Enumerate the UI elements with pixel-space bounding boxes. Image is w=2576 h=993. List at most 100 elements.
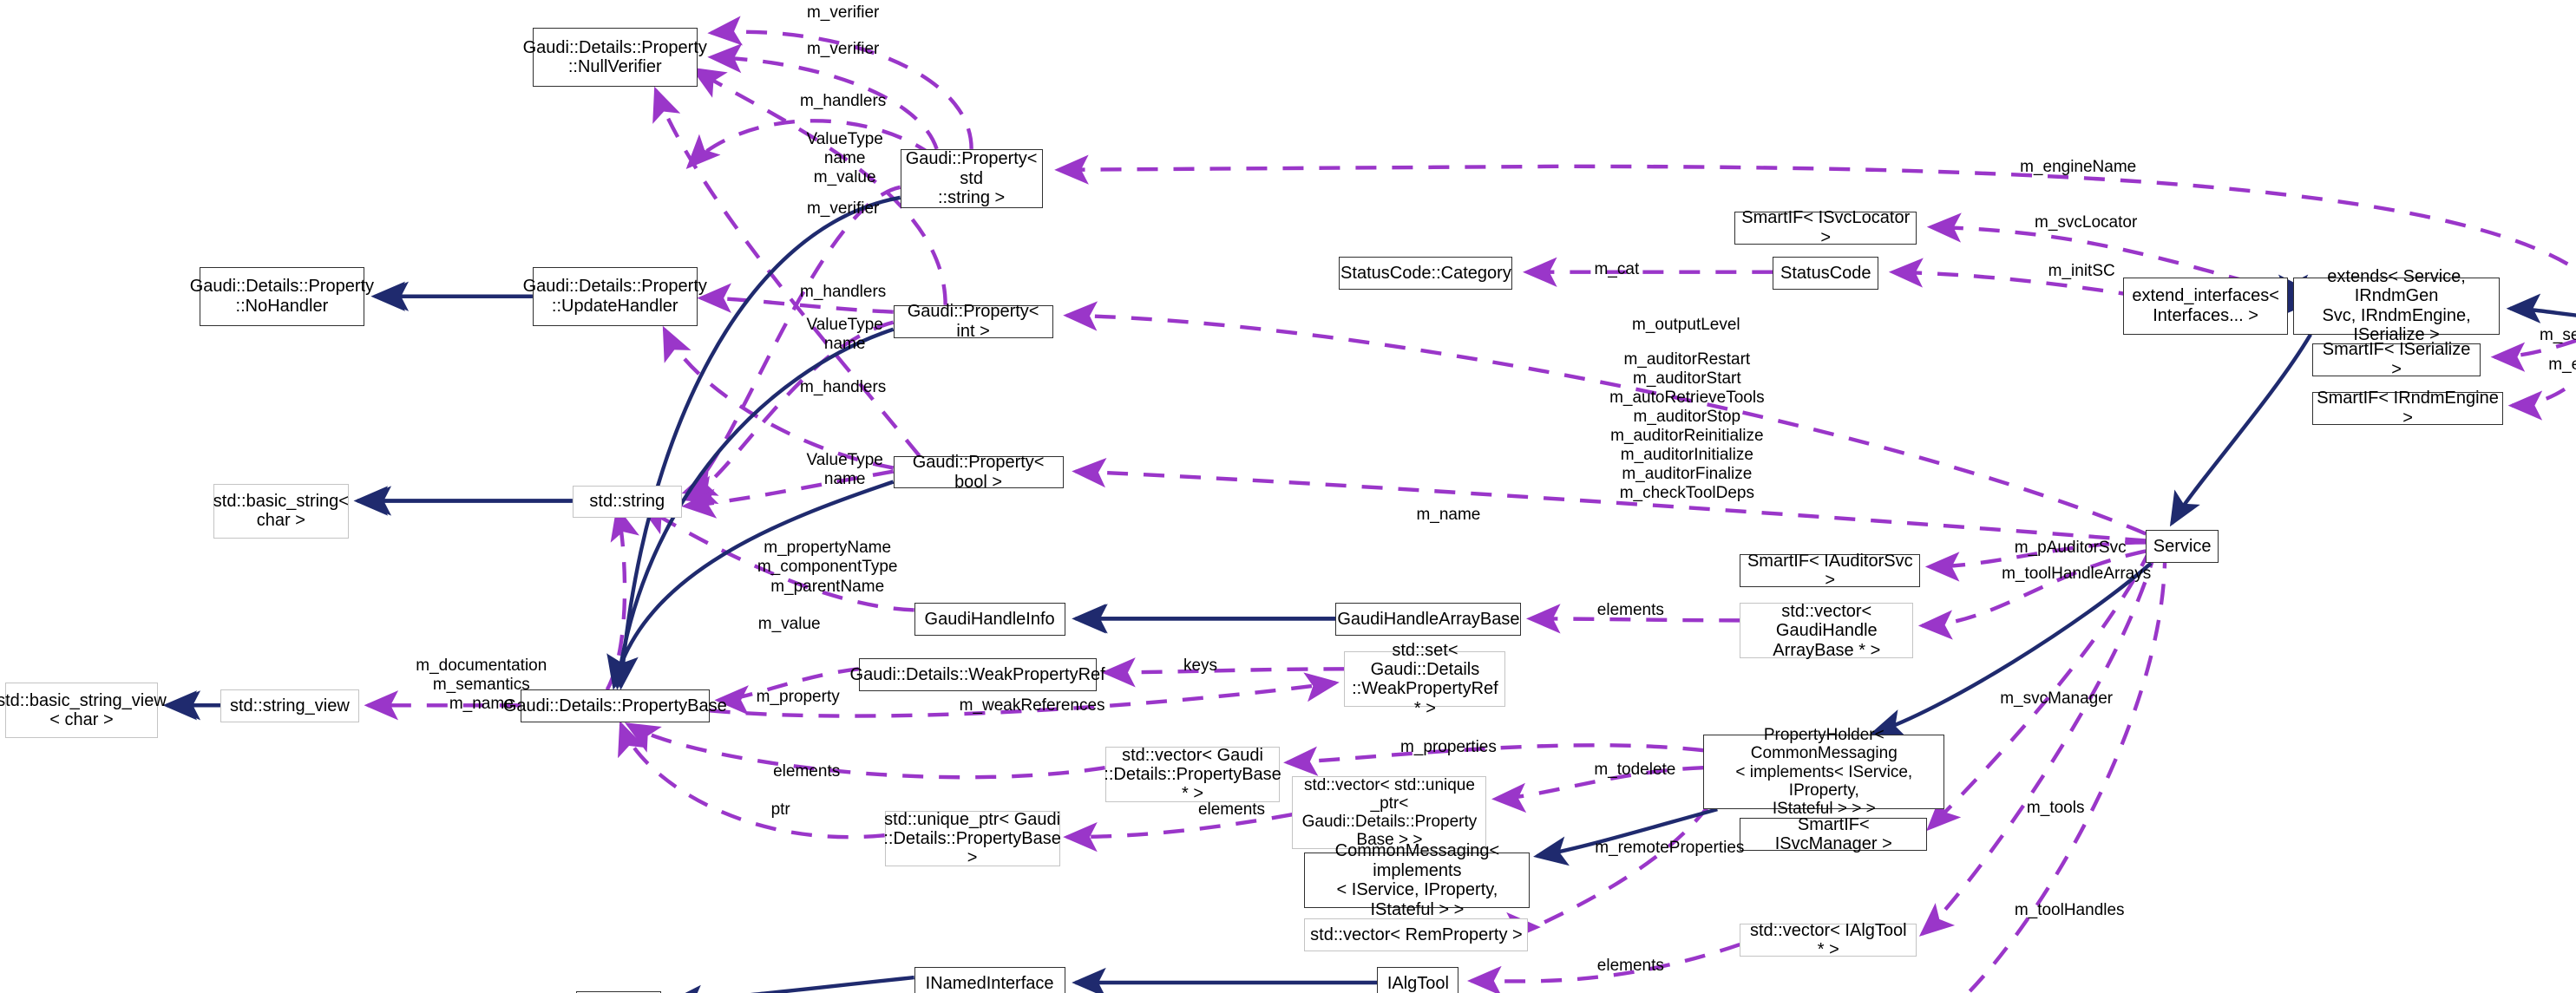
class-node-smartif_ser[interactable]: SmartIF< ISerialize > xyxy=(2312,340,2481,379)
class-node-ialgtool[interactable]: IAlgTool xyxy=(1377,967,1459,993)
class-node-iinterface[interactable]: IInterface xyxy=(575,991,661,993)
class-node-propertybase[interactable]: Gaudi::Details::PropertyBase xyxy=(503,689,727,723)
class-node-label: Gaudi::Details::Property ::NoHandler xyxy=(189,277,375,316)
edge-label-l_svclocator: m_svcLocator xyxy=(2035,212,2138,232)
edge-label-l_verifier1: m_verifier xyxy=(806,3,880,22)
edge-label-l_serialize: m_serialize xyxy=(2539,325,2576,344)
class-node-basic_string[interactable]: std::basic_string< char > xyxy=(213,483,349,539)
class-node-service[interactable]: Service xyxy=(2146,530,2219,564)
class-node-ghab[interactable]: GaudiHandleArrayBase xyxy=(1335,603,1522,637)
edge-label-l_handlers1: m_handlers xyxy=(800,91,887,110)
edge-label-l_keys: keys xyxy=(1183,657,1218,676)
class-node-label: std::vector< std::unique _ptr< Gaudi::De… xyxy=(1301,775,1478,850)
edge-label-l_propnames: m_propertyName m_componentType m_parentN… xyxy=(757,539,898,596)
edge-label-l_elements1: elements xyxy=(1596,601,1664,620)
class-node-vec_remprop[interactable]: std::vector< RemProperty > xyxy=(1304,918,1529,952)
edge-label-l_ptr: ptr xyxy=(770,800,790,820)
class-node-prop_int[interactable]: Gaudi::Property< int > xyxy=(893,302,1053,341)
edge-label-l_verifier2: m_verifier xyxy=(806,39,880,58)
class-node-label: SmartIF< ISerialize > xyxy=(2322,340,2471,379)
class-node-label: std::vector< Gaudi ::Details::PropertyBa… xyxy=(1104,745,1281,804)
class-node-label: extend_interfaces< Interfaces... > xyxy=(2132,286,2279,325)
edge-label-l_initsc: m_initSC xyxy=(2048,261,2115,280)
class-node-label: std::vector< IAlgTool * > xyxy=(1749,920,1907,960)
class-node-label: std::vector< GaudiHandle ArrayBase * > xyxy=(1773,601,1881,660)
class-node-set_weakref[interactable]: std::set< Gaudi::Details ::WeakPropertyR… xyxy=(1344,641,1506,718)
edge-label-l_elements3: elements xyxy=(1197,800,1266,820)
class-node-nullverifier[interactable]: Gaudi::Details::Property ::NullVerifier xyxy=(523,27,707,87)
class-node-std_string[interactable]: std::string xyxy=(572,485,682,519)
class-node-smartif_svcloc[interactable]: SmartIF< ISvcLocator > xyxy=(1734,208,1917,247)
class-node-smartif_rndm[interactable]: SmartIF< IRndmEngine > xyxy=(2312,389,2504,428)
class-node-label: Gaudi::Property< bool > xyxy=(912,453,1045,492)
class-node-propholder[interactable]: PropertyHolder< CommonMessaging < implem… xyxy=(1703,726,1945,818)
class-node-label: SmartIF< IAuditorSvc > xyxy=(1747,552,1913,591)
class-node-statuscode_cat[interactable]: StatusCode::Category xyxy=(1339,256,1513,290)
class-node-extend_if[interactable]: extend_interfaces< Interfaces... > xyxy=(2123,277,2289,335)
edge-label-l_documentation: m_documentation m_semantics m_name xyxy=(416,657,547,714)
class-node-label: std::basic_string< char > xyxy=(213,492,349,531)
class-node-label: std::basic_string_view < char > xyxy=(0,690,167,730)
edge-label-l_name: m_name xyxy=(1416,506,1481,525)
class-node-label: GaudiHandleInfo xyxy=(924,610,1055,630)
class-node-label: std::set< Gaudi::Details ::WeakPropertyR… xyxy=(1352,640,1498,718)
class-node-label: Gaudi::Details::Property ::NullVerifier xyxy=(522,37,707,76)
class-node-label: SmartIF< ISvcManager > xyxy=(1774,814,1892,854)
class-node-vec_uniq_pb[interactable]: std::vector< std::unique _ptr< Gaudi::De… xyxy=(1292,775,1487,850)
class-node-inamedinterface[interactable]: INamedInterface xyxy=(914,967,1065,993)
edge-label-l_remoteprops: m_remoteProperties xyxy=(1595,839,1745,858)
class-node-string_view[interactable]: std::string_view xyxy=(220,689,359,723)
edge-label-l_vt_name3: ValueType name xyxy=(806,450,883,488)
edge-label-l_todelete: m_todelete xyxy=(1594,761,1676,780)
edge-label-l_svcmanager: m_svcManager xyxy=(2000,689,2114,709)
edge-label-l_vt_name2: ValueType name xyxy=(806,315,883,353)
edge-label-l_weakrefs: m_weakReferences xyxy=(959,696,1105,715)
class-node-vec_pb_ptr[interactable]: std::vector< Gaudi ::Details::PropertyBa… xyxy=(1104,745,1281,804)
edge-label-l_elements4: elements xyxy=(1596,957,1664,976)
class-node-commonmsg[interactable]: CommonMessaging< implements < IService, … xyxy=(1304,841,1531,919)
class-node-updatehandler[interactable]: Gaudi::Details::Property ::UpdateHandler xyxy=(523,266,707,326)
class-node-smartif_svcmgr[interactable]: SmartIF< ISvcManager > xyxy=(1740,814,1928,854)
edge-label-l_tools: m_tools xyxy=(2026,799,2085,818)
edge-label-l_elements2: elements xyxy=(773,762,841,781)
class-node-label: Gaudi::Property< int > xyxy=(907,302,1039,341)
edge-label-l_handlers3: m_handlers xyxy=(800,377,887,396)
class-node-label: Service xyxy=(2153,537,2212,557)
class-node-extends_svc[interactable]: extends< Service, IRndmGen Svc, IRndmEng… xyxy=(2293,267,2501,344)
edge-label-l_outputlevel: m_outputLevel xyxy=(1632,315,1740,334)
class-node-label: extends< Service, IRndmGen Svc, IRndmEng… xyxy=(2322,266,2471,345)
class-node-label: INamedInterface xyxy=(925,973,1054,993)
class-node-label: GaudiHandleArrayBase xyxy=(1337,610,1520,630)
class-node-label: PropertyHolder< CommonMessaging < implem… xyxy=(1735,726,1913,819)
class-node-weakpropref[interactable]: Gaudi::Details::WeakPropertyRef xyxy=(850,658,1105,692)
class-node-label: CommonMessaging< implements < IService, … xyxy=(1334,841,1500,919)
edge-label-l_engine: m_engine xyxy=(2548,355,2576,374)
class-node-label: std::string xyxy=(589,492,665,512)
class-node-label: std::vector< RemProperty > xyxy=(1310,924,1523,944)
class-node-prop_bool[interactable]: Gaudi::Property< bool > xyxy=(893,453,1064,492)
class-node-vec_ialgtool[interactable]: std::vector< IAlgTool * > xyxy=(1740,920,1917,960)
class-node-label: Gaudi::Details::Property ::UpdateHandler xyxy=(522,277,707,316)
edge-label-l_mproperty: m_property xyxy=(756,688,840,707)
edge-label-l_pauditorsvc: m_pAuditorSvc xyxy=(2014,539,2127,558)
edge-label-l_toolhandlearrays: m_toolHandleArrays xyxy=(2002,565,2152,584)
class-node-prop_string[interactable]: Gaudi::Property< std ::string > xyxy=(900,148,1043,208)
class-node-smartif_aud[interactable]: SmartIF< IAuditorSvc > xyxy=(1740,552,1921,590)
class-node-label: std::unique_ptr< Gaudi ::Details::Proper… xyxy=(883,809,1061,868)
class-node-label: StatusCode::Category xyxy=(1340,263,1511,283)
class-node-vec_ghab[interactable]: std::vector< GaudiHandle ArrayBase * > xyxy=(1740,601,1914,660)
class-node-basic_sv[interactable]: std::basic_string_view < char > xyxy=(0,683,167,739)
edge-label-l_properties: m_properties xyxy=(1399,738,1497,757)
class-node-label: Gaudi::Details::WeakPropertyRef xyxy=(849,665,1105,685)
class-node-label: IAlgTool xyxy=(1386,973,1449,993)
class-node-label: StatusCode xyxy=(1780,263,1871,283)
class-node-statuscode[interactable]: StatusCode xyxy=(1773,256,1879,290)
class-node-uniq_pb[interactable]: std::unique_ptr< Gaudi ::Details::Proper… xyxy=(883,809,1061,868)
class-node-label: Gaudi::Details::PropertyBase xyxy=(502,696,727,716)
class-node-nohandler[interactable]: Gaudi::Details::Property ::NoHandler xyxy=(190,266,374,326)
class-node-gaudihandleinfo[interactable]: GaudiHandleInfo xyxy=(914,603,1065,637)
class-node-label: SmartIF< ISvcLocator > xyxy=(1741,208,1911,247)
edge-label-l_enginename: m_engineName xyxy=(2020,157,2137,176)
